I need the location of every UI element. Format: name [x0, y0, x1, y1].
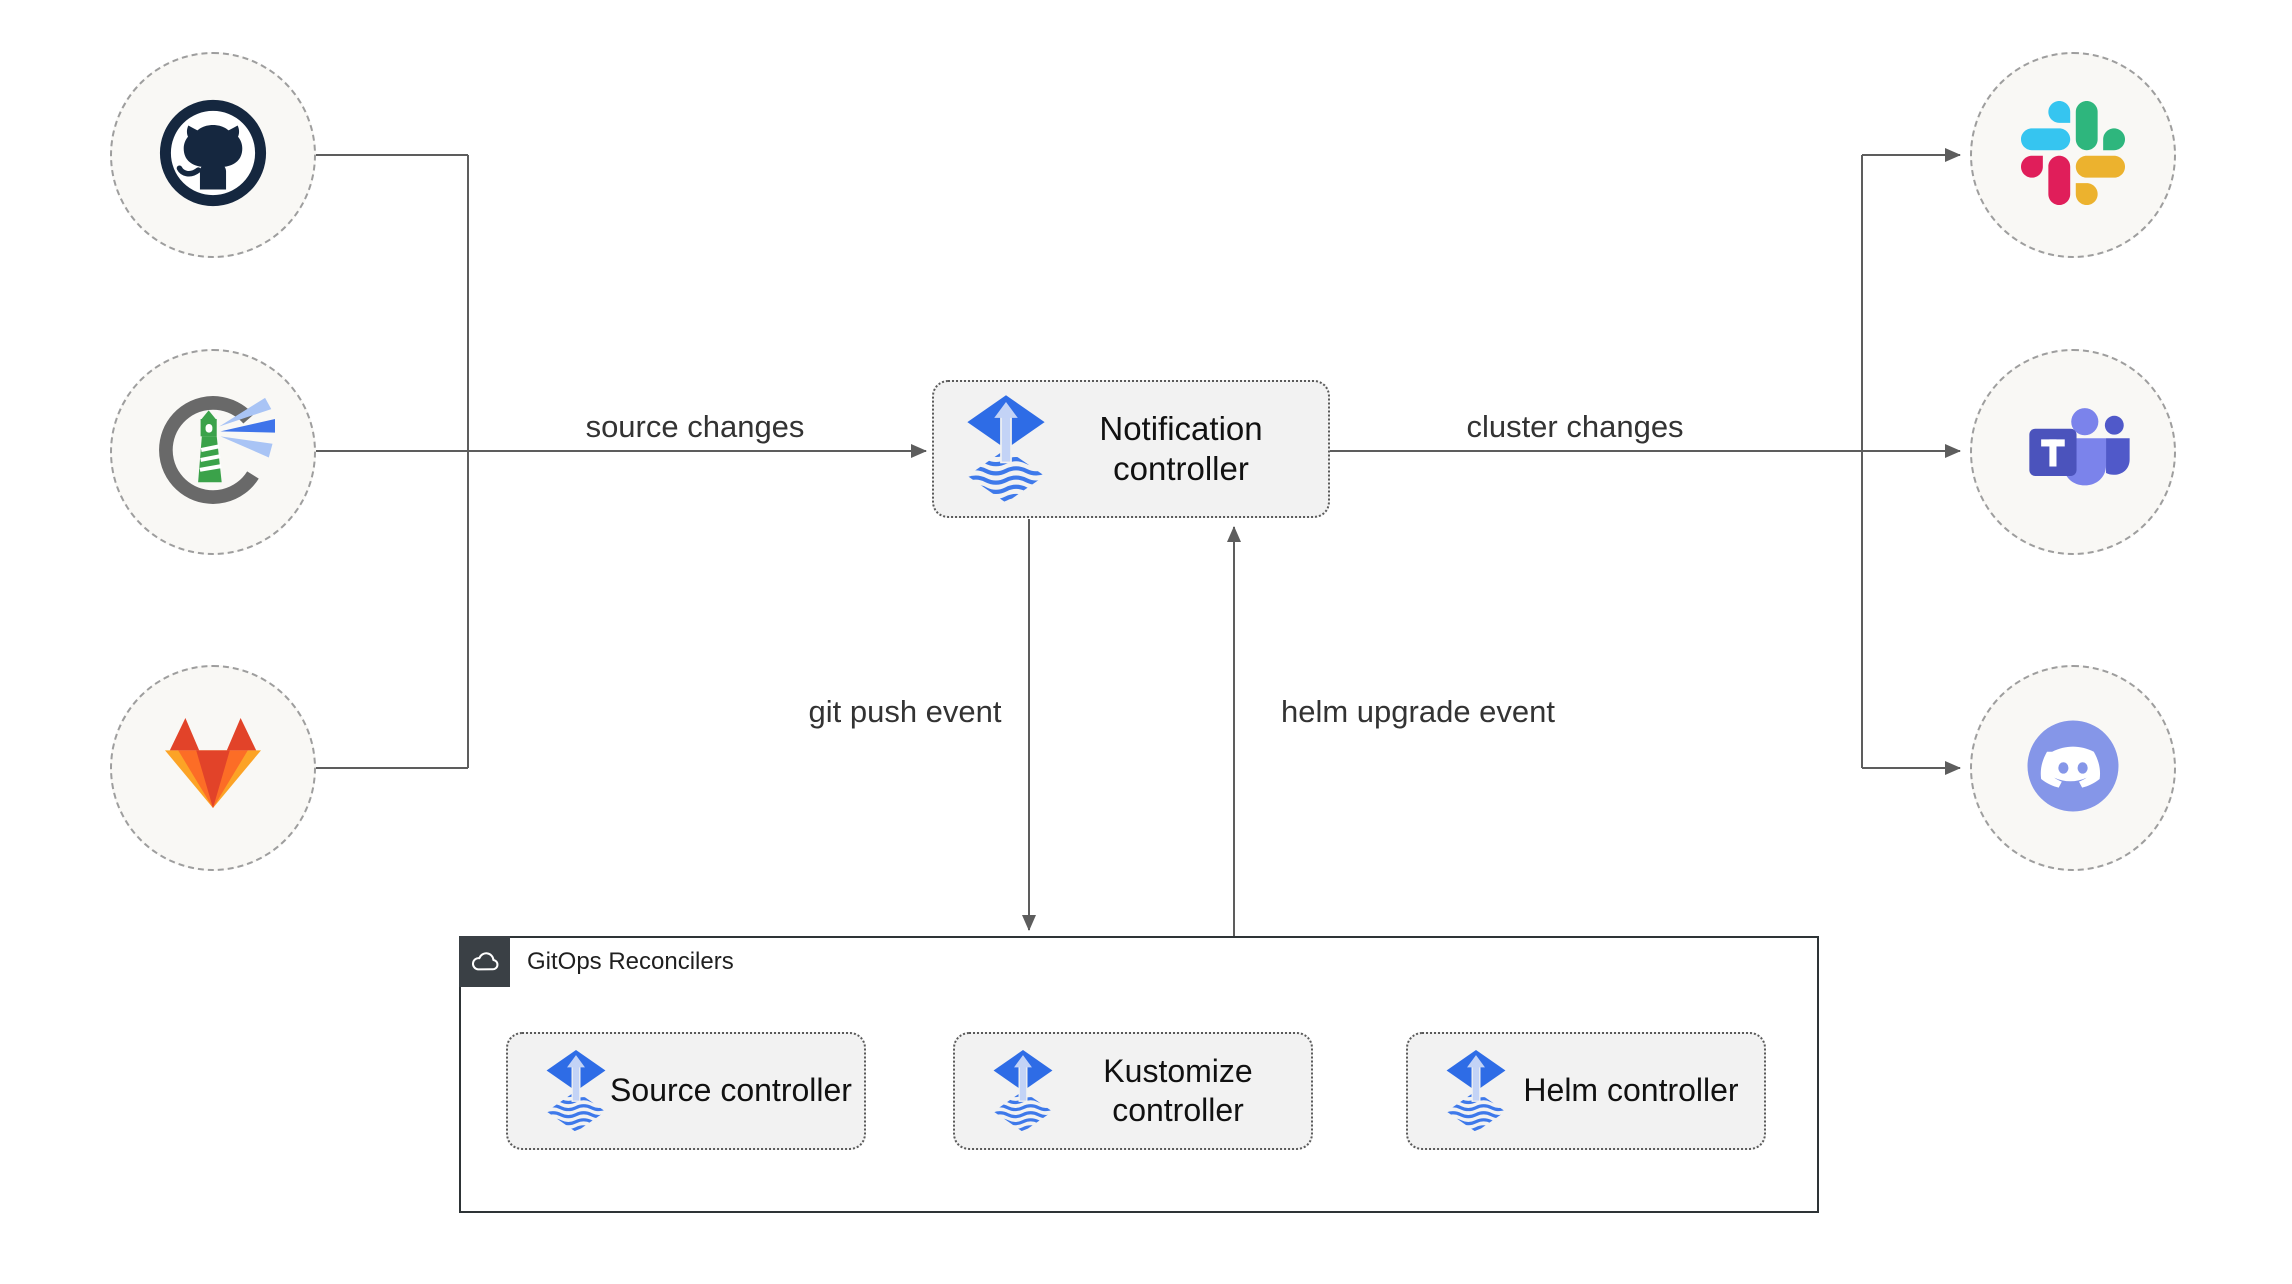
helm-controller-label: Helm controller: [1523, 1072, 1739, 1109]
slack-icon: [2021, 100, 2125, 210]
discord-icon: [2008, 701, 2138, 836]
node-gitlab: [110, 665, 316, 871]
node-helm-controller: Helm controller: [1406, 1032, 1766, 1150]
teams-icon: [2014, 391, 2132, 514]
cloud-icon: [459, 936, 510, 987]
flux-icon: [1444, 1042, 1508, 1140]
node-source-controller: Source controller: [506, 1032, 866, 1150]
gitlab-icon: [153, 706, 273, 831]
edge-label-cluster-changes: cluster changes: [1462, 409, 1688, 445]
node-slack: [1970, 52, 2176, 258]
github-icon: [152, 92, 274, 219]
edge-label-helm-upgrade-event: helm upgrade event: [1276, 694, 1560, 730]
node-harbor: [110, 349, 316, 555]
node-kustomize-controller: Kustomize controller: [953, 1032, 1313, 1150]
gitops-reconcilers-title: GitOps Reconcilers: [527, 948, 734, 975]
flux-icon: [964, 392, 1048, 506]
flux-icon: [991, 1042, 1055, 1140]
kustomize-controller-label: Kustomize controller: [1103, 1052, 1253, 1128]
node-github: [110, 52, 316, 258]
edge-label-source-changes: source changes: [581, 409, 809, 445]
harbor-icon: [151, 388, 275, 517]
source-controller-label: Source controller: [610, 1072, 852, 1109]
node-discord: [1970, 665, 2176, 871]
notification-controller-label: Notification controller: [1099, 409, 1263, 487]
node-notification-controller: Notification controller: [932, 380, 1330, 518]
node-teams: [1970, 349, 2176, 555]
edge-label-git-push-event: git push event: [804, 694, 1006, 730]
flux-icon: [544, 1042, 608, 1140]
